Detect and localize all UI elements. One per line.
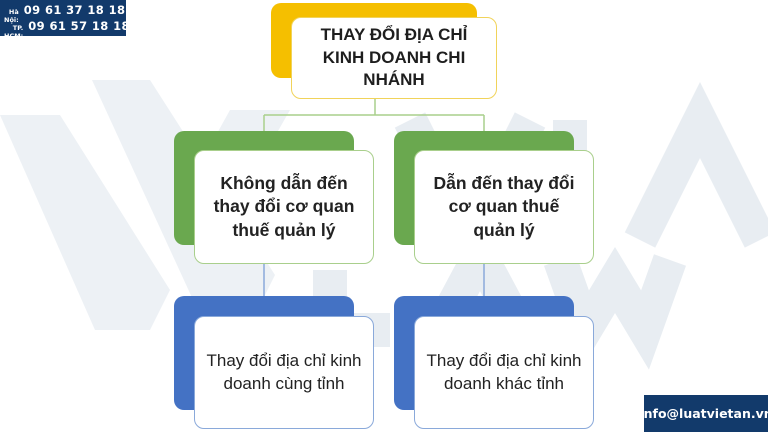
email-badge[interactable]: info@luatvietan.vn: [639, 395, 768, 432]
email-address[interactable]: info@luatvietan.vn: [639, 406, 768, 421]
other-province-node: Thay đổi địa chỉ kinh doanh khác tỉnh: [414, 316, 594, 429]
tax-changed-node-label: Dẫn đến thay đổi cơ quan thuế quản lý: [433, 173, 575, 240]
hotline-hanoi: Hà Nội: 09 61 37 18 18: [4, 3, 125, 24]
hotline-number[interactable]: 09 61 37 18 18: [23, 3, 126, 17]
hotline-label: TP. HCM:: [4, 24, 24, 40]
other-province-node-label: Thay đổi địa chỉ kinh doanh khác tỉnh: [426, 351, 582, 393]
same-province-node-label: Thay đổi địa chỉ kinh doanh cùng tỉnh: [206, 351, 362, 393]
root-node: THAY ĐỔI ĐỊA CHỈ KINH DOANH CHI NHÁNH: [291, 17, 497, 99]
root-node-label: THAY ĐỔI ĐỊA CHỈ KINH DOANH CHI NHÁNH: [320, 25, 468, 90]
tax-unchanged-node-label: Không dẫn đến thay đổi cơ quan thuế quản…: [213, 173, 355, 240]
tax-unchanged-node: Không dẫn đến thay đổi cơ quan thuế quản…: [194, 150, 374, 264]
hotline-number[interactable]: 09 61 57 18 18: [28, 19, 130, 33]
hotline-hcm: TP. HCM: 09 61 57 18 18: [4, 19, 130, 40]
hotline-label: Hà Nội:: [4, 8, 19, 24]
tax-changed-node: Dẫn đến thay đổi cơ quan thuế quản lý: [414, 150, 594, 264]
same-province-node: Thay đổi địa chỉ kinh doanh cùng tỉnh: [194, 316, 374, 429]
hotline-badge: Hà Nội: 09 61 37 18 18 TP. HCM: 09 61 57…: [0, 0, 130, 40]
